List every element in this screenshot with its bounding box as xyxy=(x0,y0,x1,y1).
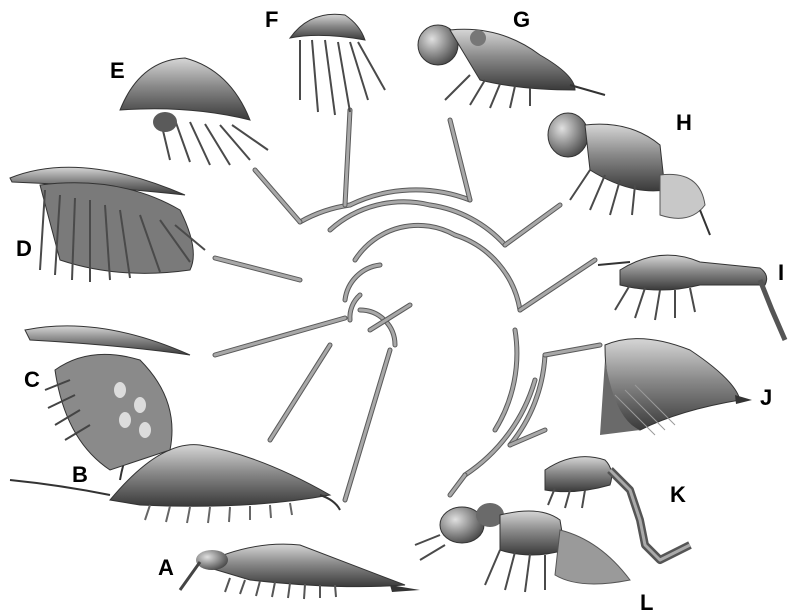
taxon-label-h: H xyxy=(676,110,692,135)
taxon-labels: A B C D E F G H I J K L xyxy=(16,7,784,611)
taxon-label-c: C xyxy=(24,367,40,392)
taxon-label-k: K xyxy=(670,482,686,507)
taxon-label-e: E xyxy=(110,58,125,83)
taxon-label-g: G xyxy=(513,7,530,32)
specimen-g-icon xyxy=(417,24,606,109)
specimen-b-icon xyxy=(9,429,341,524)
specimen-i-icon xyxy=(597,254,788,341)
specimen-f-icon xyxy=(288,13,386,116)
specimen-l-icon xyxy=(414,503,631,593)
specimen-j-icon xyxy=(600,338,752,436)
taxon-label-d: D xyxy=(16,236,32,261)
taxon-label-l: L xyxy=(640,590,653,611)
taxon-label-a: A xyxy=(158,555,174,580)
specimen-c-icon xyxy=(24,325,191,471)
taxon-label-i: I xyxy=(778,260,784,285)
specimen-k-icon xyxy=(544,456,692,564)
specimen-renders xyxy=(9,13,788,600)
specimen-e-icon xyxy=(119,57,269,166)
specimen-h-icon xyxy=(547,112,711,236)
phylogenetic-tree xyxy=(212,107,603,503)
taxon-label-j: J xyxy=(760,385,772,410)
specimen-d-icon xyxy=(9,166,206,282)
taxon-label-f: F xyxy=(265,7,278,32)
specimen-a-icon xyxy=(178,543,420,600)
taxon-label-b: B xyxy=(72,462,88,487)
